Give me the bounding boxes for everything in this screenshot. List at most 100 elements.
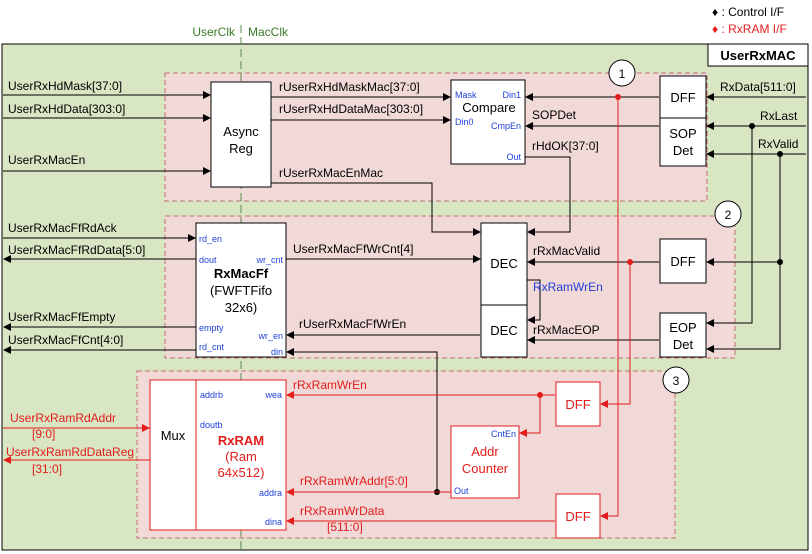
rxmacff-port-rd-cnt: rd_cnt bbox=[199, 342, 225, 352]
async-reg-block bbox=[210, 81, 272, 188]
signal-mask-mac: rUserRxHdMaskMac[37:0] bbox=[279, 80, 420, 94]
ram-wires bbox=[3, 97, 631, 525]
input-hd-mask: UserRxHdMask[37:0] bbox=[8, 79, 122, 93]
rxram-block bbox=[195, 379, 287, 531]
dff-wren-label: DFF bbox=[565, 397, 590, 412]
sop-det-label-2: Det bbox=[673, 143, 694, 158]
compare-port-din0: Din0 bbox=[455, 117, 474, 127]
rxmacff-name: RxMacFf bbox=[214, 266, 269, 281]
addr-counter-label-2: Counter bbox=[462, 461, 509, 476]
rxmacff-block bbox=[195, 222, 287, 358]
eop-det-label-2: Det bbox=[673, 337, 694, 352]
compare-label: Compare bbox=[462, 100, 515, 115]
dec-valid-label: DEC bbox=[490, 256, 517, 271]
legend-rxram: ♦ : RxRAM I/F bbox=[712, 22, 787, 36]
dec-valid-block bbox=[480, 222, 528, 306]
eop-det-label-1: EOP bbox=[669, 320, 696, 335]
rxram-port-wea: wea bbox=[264, 390, 282, 400]
input-ff-rd-ack: UserRxMacFfRdAck bbox=[8, 221, 118, 235]
input-rx-valid: RxValid bbox=[758, 137, 798, 151]
section-2-label: 2 bbox=[725, 208, 732, 222]
legend-control: ♦ : Control I/F bbox=[712, 5, 784, 19]
input-rx-last: RxLast bbox=[760, 109, 798, 123]
compare-port-cmpen: CmpEn bbox=[491, 121, 521, 131]
junction-dot-red bbox=[627, 259, 633, 265]
rxmacff-port-din: din bbox=[271, 347, 283, 357]
signal-ff-wr-cnt: UserRxMacFfWrCnt[4] bbox=[293, 242, 413, 256]
rxram-sub-2: 64x512) bbox=[218, 465, 265, 480]
signal-data-mac: rUserRxHdDataMac[303:0] bbox=[279, 102, 423, 116]
junction-dot bbox=[749, 123, 755, 129]
module-title: UserRxMAC bbox=[720, 48, 796, 63]
addr-counter-port-cnten: CntEn bbox=[491, 429, 516, 439]
output-ff-cnt: UserRxMacFfCnt[4:0] bbox=[8, 333, 123, 347]
eop-det-block bbox=[659, 312, 707, 358]
rxmacff-sub-1: (FWFTFifo bbox=[210, 283, 272, 298]
section-3-circle bbox=[662, 366, 690, 394]
dff-wrdata-label: DFF bbox=[565, 509, 590, 524]
rxram-port-addra: addra bbox=[259, 488, 282, 498]
rxmacff-port-wr-cnt: wr_cnt bbox=[255, 255, 283, 265]
rxmacff-port-dout: dout bbox=[199, 255, 217, 265]
dff-wren bbox=[555, 381, 601, 427]
output-ff-rd-data: UserRxMacFfRdData[5:0] bbox=[8, 243, 145, 257]
rxmacff-sub-2: 32x6) bbox=[225, 300, 258, 315]
mux-label: Mux bbox=[161, 428, 186, 443]
ram-rd-addr-1: UserRxRamRdAddr bbox=[10, 411, 116, 425]
signal-ram-wr-addr: rRxRamWrAddr[5:0] bbox=[300, 474, 408, 488]
compare-block bbox=[450, 79, 526, 165]
signal-hdok: rHdOK[37:0] bbox=[532, 139, 599, 153]
signal-ram-wr-en: rRxRamWrEn bbox=[293, 378, 367, 392]
output-ff-empty: UserRxMacFfEmpty bbox=[8, 310, 115, 324]
junction-dot bbox=[777, 151, 783, 157]
input-rx-data: RxData[511:0] bbox=[720, 80, 796, 94]
addr-counter-block bbox=[450, 425, 520, 499]
sop-det-label-1: SOP bbox=[669, 126, 696, 141]
mux-block bbox=[149, 379, 197, 531]
dff-rxdata-label: DFF bbox=[670, 90, 695, 105]
sop-det-block bbox=[659, 117, 707, 167]
junction-dot bbox=[777, 259, 783, 265]
rxmacff-port-empty: empty bbox=[199, 323, 224, 333]
signal-sopdet: SOPDet bbox=[532, 108, 577, 122]
clock-mac: MacClk bbox=[248, 25, 289, 39]
rxram-sub-1: (Ram bbox=[225, 449, 257, 464]
rxram-port-doutb: doutb bbox=[200, 420, 223, 430]
signal-ram-wr-data-1: rRxRamWrData bbox=[300, 504, 385, 518]
module-title-box bbox=[707, 43, 809, 67]
rxram-name: RxRAM bbox=[218, 433, 264, 448]
signal-en-mac: rUserRxMacEnMac bbox=[279, 166, 383, 180]
junction-dot-red bbox=[537, 392, 543, 398]
compare-port-out: Out bbox=[506, 152, 521, 162]
dff-rxvalid-label: DFF bbox=[670, 254, 695, 269]
control-wires bbox=[3, 91, 806, 492]
section-1-label: 1 bbox=[619, 67, 626, 81]
dff-rxvalid bbox=[659, 238, 707, 284]
signal-ram-wr-data-2: [511:0] bbox=[327, 520, 363, 534]
section-2-circle bbox=[714, 200, 742, 228]
signal-ff-wr-en: rUserRxMacFfWrEn bbox=[299, 317, 406, 331]
signal-ram-wr-en-blue: RxRamWrEn bbox=[533, 280, 603, 294]
dec-eop-label: DEC bbox=[490, 323, 517, 338]
compare-port-mask: Mask bbox=[455, 90, 477, 100]
dff-rxdata bbox=[659, 75, 707, 119]
compare-port-din1: Din1 bbox=[502, 90, 521, 100]
async-reg-label-1: Async bbox=[223, 124, 259, 139]
rxram-port-addrb: addrb bbox=[200, 390, 223, 400]
input-hd-data: UserRxHdData[303:0] bbox=[8, 102, 125, 116]
ram-rd-data-2: [31:0] bbox=[32, 462, 62, 476]
section-3-label: 3 bbox=[673, 374, 680, 388]
rxram-port-dina: dina bbox=[265, 517, 282, 527]
ram-rd-data-1: UserRxRamRdDataReg bbox=[6, 445, 134, 459]
addr-counter-label-1: Addr bbox=[471, 444, 499, 459]
rxmacff-port-rd-en: rd_en bbox=[199, 234, 222, 244]
input-mac-en: UserRxMacEn bbox=[8, 153, 85, 167]
signal-mac-eop: rRxMacEOP bbox=[533, 323, 600, 337]
section-1-circle bbox=[608, 59, 636, 87]
async-reg-label-2: Reg bbox=[229, 141, 253, 156]
addr-counter-port-out: Out bbox=[454, 486, 469, 496]
rxmacff-port-wr-en: wr_en bbox=[257, 331, 283, 341]
dec-eop-block bbox=[480, 304, 528, 358]
dff-wrdata bbox=[555, 493, 601, 539]
